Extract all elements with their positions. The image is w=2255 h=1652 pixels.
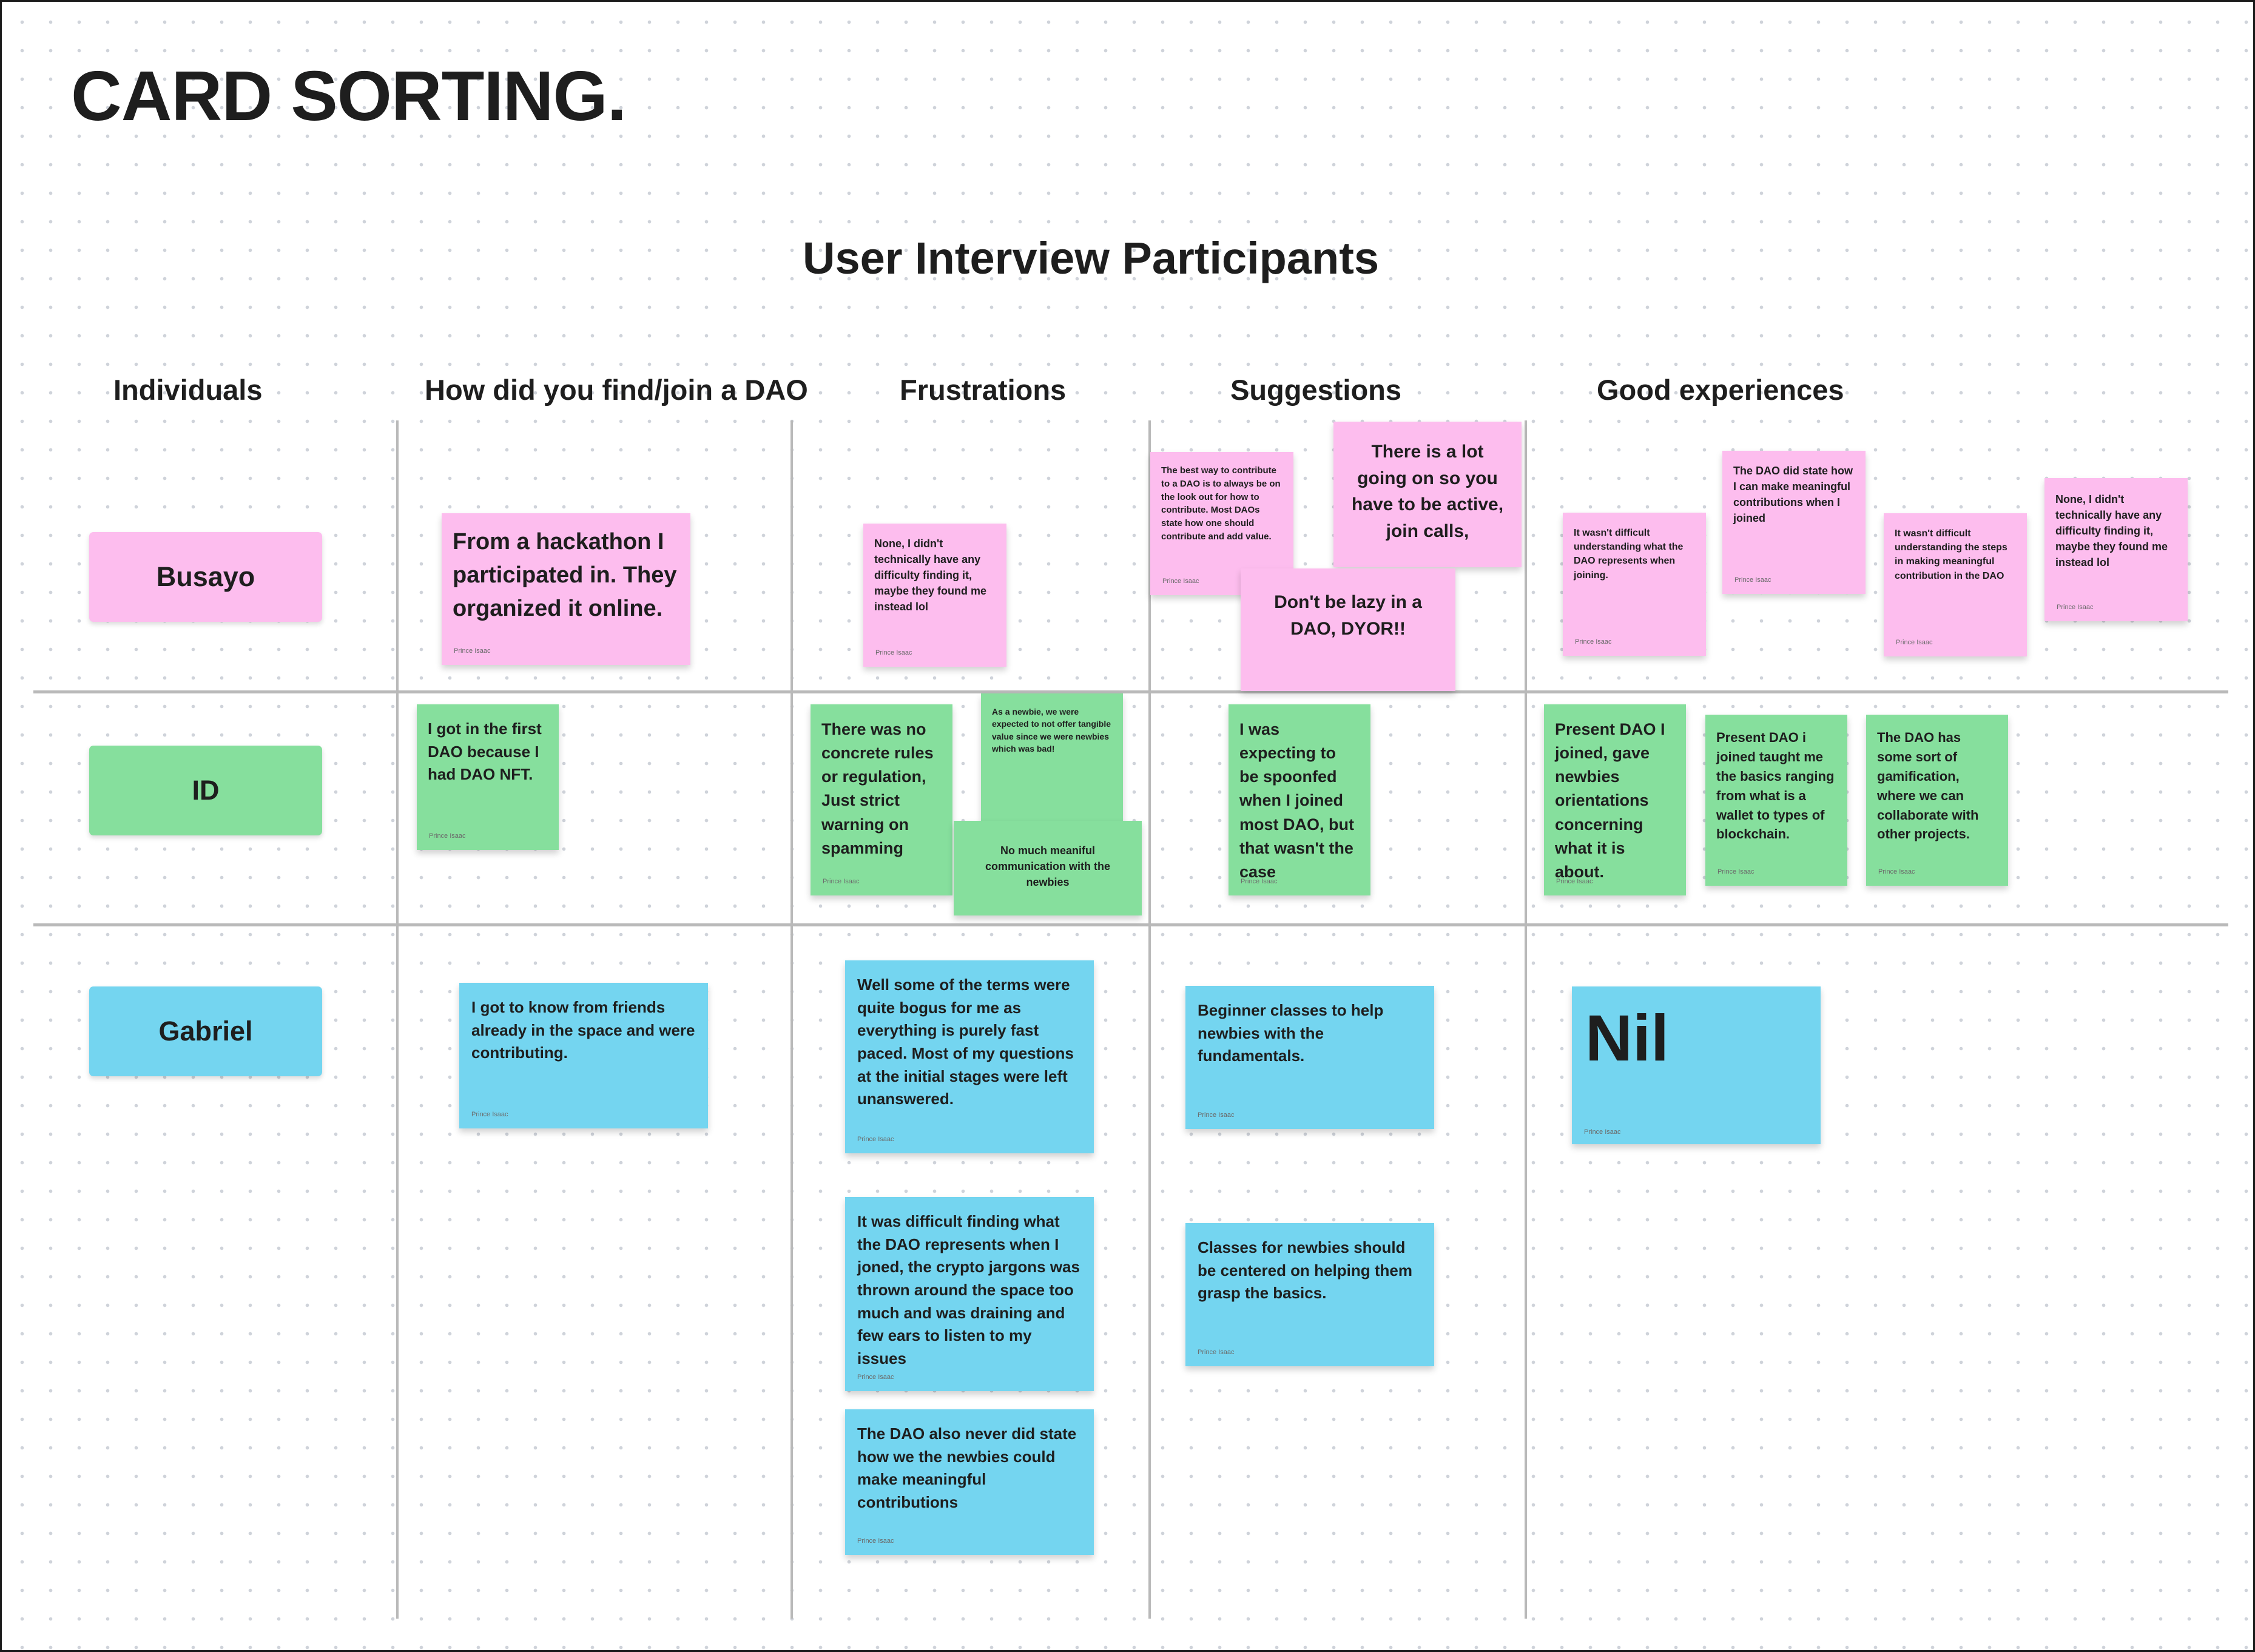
- column-header-individuals: Individuals: [113, 374, 263, 406]
- participant-label-gabriel: Gabriel: [89, 986, 322, 1076]
- note-text: The best way to contribute to a DAO is t…: [1161, 465, 1281, 542]
- sticky-note: The DAO did state how I can make meaning…: [1722, 451, 1866, 594]
- participant-name: Gabriel: [158, 1016, 253, 1047]
- sticky-note: It wasn't difficult understanding the st…: [1884, 513, 2027, 656]
- sticky-note: Present DAO i joined taught me the basic…: [1705, 715, 1847, 886]
- participant-name: ID: [192, 775, 220, 806]
- note-author: Prince Isaac: [875, 649, 912, 657]
- sticky-note: Present DAO I joined, gave newbies orien…: [1544, 704, 1686, 895]
- sticky-note: From a hackathon I participated in. They…: [442, 513, 690, 665]
- column-header-frustrations: Frustrations: [900, 374, 1067, 406]
- sticky-note: As a newbie, we were expected to not off…: [981, 693, 1123, 822]
- note-text: It wasn't difficult understanding the st…: [1895, 528, 2007, 581]
- note-author: Prince Isaac: [857, 1136, 894, 1144]
- participant-name: Busayo: [156, 561, 255, 592]
- sticky-note: There is a lot going on so you have to b…: [1333, 422, 1522, 567]
- sticky-note: Well some of the terms were quite bogus …: [845, 960, 1094, 1153]
- participant-label-id: ID: [89, 746, 322, 835]
- note-text: The DAO did state how I can make meaning…: [1733, 465, 1853, 525]
- sticky-note: There was no concrete rules or regulatio…: [811, 704, 952, 895]
- participant-label-busayo: Busayo: [89, 532, 322, 622]
- sticky-note: I got to know from friends already in th…: [459, 983, 708, 1128]
- note-author: Prince Isaac: [1878, 868, 1915, 876]
- note-author: Prince Isaac: [1584, 1128, 1621, 1136]
- sticky-note: I got in the first DAO because I had DAO…: [417, 704, 559, 850]
- note-text: None, I didn't technically have any diff…: [2055, 493, 2168, 569]
- sticky-note: It was difficult finding what the DAO re…: [845, 1197, 1094, 1391]
- note-text: No much meaniful communication with the …: [985, 845, 1110, 889]
- note-author: Prince Isaac: [857, 1537, 894, 1545]
- sticky-note: Don't be lazy in a DAO, DYOR!!: [1241, 568, 1455, 691]
- note-text: Nil: [1585, 1001, 1670, 1074]
- note-author: Prince Isaac: [1734, 576, 1771, 584]
- note-text: It wasn't difficult understanding what t…: [1574, 528, 1684, 581]
- column-header-good-experiences: Good experiences: [1597, 374, 1844, 406]
- sticky-note: The best way to contribute to a DAO is t…: [1150, 452, 1293, 595]
- sticky-note: The DAO also never did state how we the …: [845, 1409, 1094, 1555]
- note-text: Classes for newbies should be centered o…: [1198, 1238, 1412, 1303]
- note-author: Prince Isaac: [1575, 638, 1612, 646]
- note-text: Don't be lazy in a DAO, DYOR!!: [1274, 592, 1422, 639]
- note-text: Well some of the terms were quite bogus …: [857, 976, 1074, 1108]
- note-text: Present DAO I joined, gave newbies orien…: [1555, 720, 1665, 881]
- sticky-note: None, I didn't technically have any diff…: [2044, 478, 2188, 621]
- sticky-note: None, I didn't technically have any diff…: [863, 524, 1006, 667]
- note-author: Prince Isaac: [1556, 878, 1593, 886]
- note-text: The DAO has some sort of gamification, w…: [1877, 730, 1979, 842]
- row-divider: [33, 690, 2228, 693]
- column-divider: [1525, 420, 1527, 1619]
- column-divider: [790, 420, 793, 1619]
- note-text: I got to know from friends already in th…: [471, 998, 695, 1062]
- sticky-note: It wasn't difficult understanding what t…: [1563, 513, 1706, 656]
- sticky-note: Classes for newbies should be centered o…: [1185, 1223, 1434, 1366]
- note-author: Prince Isaac: [429, 832, 466, 840]
- note-author: Prince Isaac: [454, 647, 491, 655]
- sticky-note: Beginner classes to help newbies with th…: [1185, 986, 1434, 1129]
- note-author: Prince Isaac: [2057, 604, 2094, 612]
- sticky-note: The DAO has some sort of gamification, w…: [1866, 715, 2008, 886]
- note-text: As a newbie, we were expected to not off…: [992, 707, 1111, 754]
- note-author: Prince Isaac: [1198, 1111, 1235, 1119]
- note-author: Prince Isaac: [823, 878, 860, 886]
- note-text: I got in the first DAO because I had DAO…: [428, 720, 542, 784]
- column-header-suggestions: Suggestions: [1230, 374, 1402, 406]
- sticky-note: Nil Prince Isaac: [1572, 986, 1821, 1144]
- note-text: There is a lot going on so you have to b…: [1351, 442, 1504, 541]
- column-divider: [1148, 420, 1151, 1619]
- sticky-note: No much meaniful communication with the …: [954, 821, 1142, 915]
- note-author: Prince Isaac: [1162, 578, 1199, 585]
- note-text: Beginner classes to help newbies with th…: [1198, 1001, 1384, 1065]
- note-text: From a hackathon I participated in. They…: [453, 529, 677, 622]
- row-divider: [33, 923, 2228, 926]
- note-author: Prince Isaac: [1241, 878, 1278, 886]
- board-title: CARD SORTING.: [71, 56, 627, 135]
- board-subtitle: User Interview Participants: [803, 233, 1380, 283]
- note-text: I was expecting to be spoonfed when I jo…: [1239, 720, 1354, 881]
- note-author: Prince Isaac: [471, 1111, 508, 1119]
- note-author: Prince Isaac: [857, 1374, 894, 1381]
- column-header-find-join: How did you find/join a DAO: [425, 374, 808, 406]
- note-author: Prince Isaac: [1198, 1349, 1235, 1357]
- note-author: Prince Isaac: [1896, 639, 1933, 647]
- note-text: There was no concrete rules or regulatio…: [821, 720, 934, 857]
- column-divider: [396, 420, 399, 1619]
- note-text: Present DAO i joined taught me the basic…: [1716, 730, 1835, 842]
- note-author: Prince Isaac: [1717, 868, 1754, 876]
- note-text: It was difficult finding what the DAO re…: [857, 1212, 1080, 1368]
- sticky-note: I was expecting to be spoonfed when I jo…: [1229, 704, 1370, 895]
- note-text: None, I didn't technically have any diff…: [874, 538, 987, 613]
- note-text: The DAO also never did state how we the …: [857, 1424, 1077, 1512]
